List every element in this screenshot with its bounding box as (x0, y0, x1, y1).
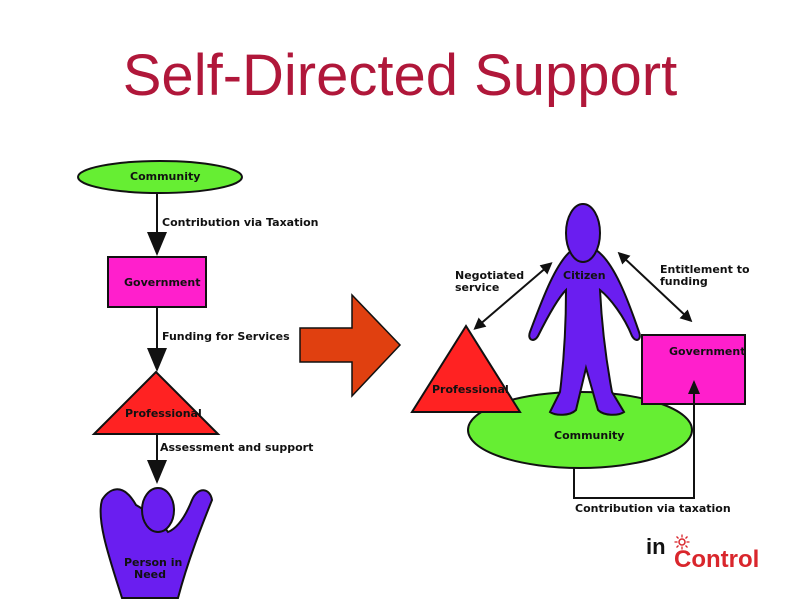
right-professional-label: Professional (432, 383, 509, 396)
left-government-label: Government (124, 276, 200, 289)
entitlement-label-line1: Entitlement to (660, 263, 750, 276)
citizen-figure (528, 203, 641, 416)
left-flow: Community Contribution via Taxation Gove… (77, 160, 319, 599)
logo-control-text: Control (674, 546, 760, 573)
right-professional-triangle (410, 324, 522, 413)
negotiated-label-line2: service (455, 281, 499, 294)
taxation-loop-line (573, 382, 695, 499)
right-contribution-label: Contribution via taxation (575, 502, 731, 515)
left-professional-triangle (91, 370, 221, 435)
entitlement-arrow (617, 251, 693, 323)
left-contribution-label: Contribution via Taxation (162, 216, 319, 229)
left-community-label: Community (130, 170, 200, 183)
right-community-label: Community (554, 429, 624, 442)
left-arrow-tax-head (147, 232, 167, 256)
taxation-loop-head (688, 380, 700, 394)
slide-title: Self-Directed Support (122, 43, 678, 108)
incontrol-logo: in Control (644, 534, 794, 576)
person-label-line1: Person in (124, 556, 182, 569)
left-community-ellipse (77, 160, 243, 194)
entitlement-label-line2: funding (660, 275, 708, 288)
left-professional-label: Professional (125, 407, 202, 420)
sun-icon (674, 534, 690, 550)
negotiated-label-line1: Negotiated (455, 269, 524, 282)
person-in-need-figure (99, 487, 214, 599)
person-label-line2: Need (134, 568, 166, 581)
logo-in-text: in (646, 534, 666, 559)
left-assessment-label: Assessment and support (160, 441, 313, 454)
right-government-label: Government (669, 345, 745, 358)
left-funding-label: Funding for Services (162, 330, 290, 343)
citizen-label: Citizen (563, 269, 606, 282)
left-arrow-funding-head (147, 348, 167, 372)
negotiated-service-arrow (473, 262, 553, 330)
left-arrow-assessment-head (147, 460, 167, 484)
transition-arrow (299, 293, 402, 398)
right-model: Citizen Negotiated service Entitlement t… (410, 203, 750, 515)
